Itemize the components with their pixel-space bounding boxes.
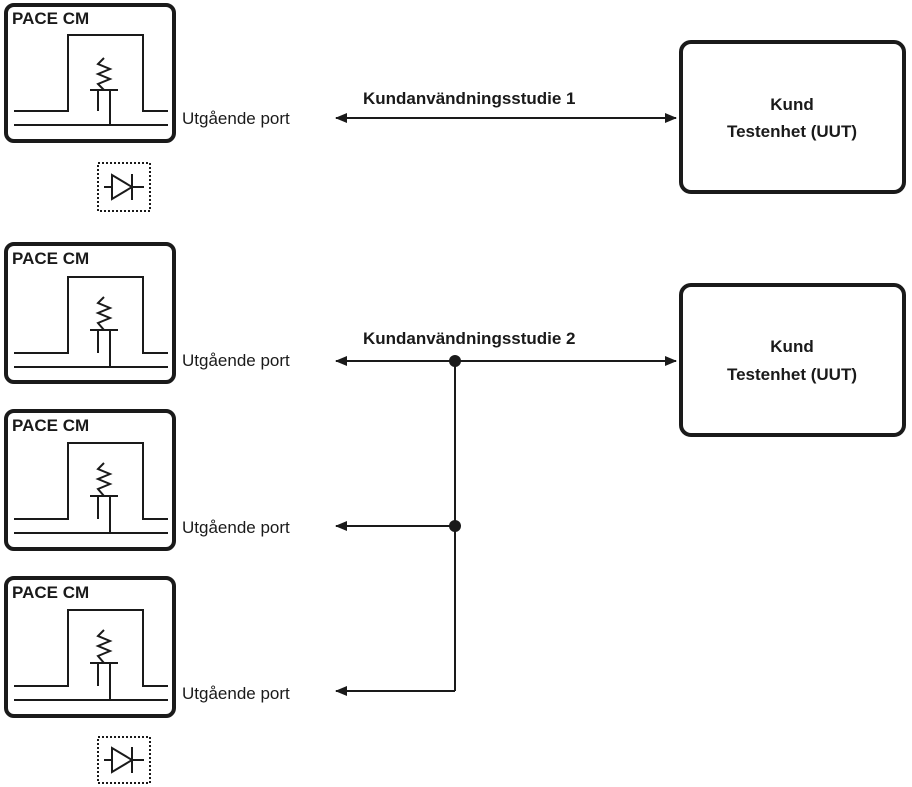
study-1-label: Kundanvändningsstudie 1 xyxy=(363,89,576,108)
module-title: PACE CM xyxy=(12,249,89,268)
uut-line2: Testenhet (UUT) xyxy=(727,365,857,384)
module-title: PACE CM xyxy=(12,583,89,602)
module-title: PACE CM xyxy=(12,416,89,435)
uut-box-1: Kund Testenhet (UUT) xyxy=(679,40,906,194)
output-port-label: Utgående port xyxy=(182,684,290,703)
uut-line1: Kund xyxy=(770,95,813,114)
output-port-label: Utgående port xyxy=(182,518,290,537)
junction-dot xyxy=(449,520,461,532)
pace-cm-module-4: PACE CM xyxy=(4,576,176,718)
pace-cm-module-3: PACE CM xyxy=(4,409,176,551)
pace-cm-module-2: PACE CM xyxy=(4,242,176,384)
pressure-module-schematic-icon xyxy=(14,442,168,534)
uut-line2: Testenhet (UUT) xyxy=(727,122,857,141)
pressure-module-schematic-icon xyxy=(14,34,168,126)
diode-icon xyxy=(97,736,151,784)
connection-lines-study-2 xyxy=(335,356,677,696)
module-title: PACE CM xyxy=(12,9,89,28)
output-port-label: Utgående port xyxy=(182,351,290,370)
uut-line1: Kund xyxy=(770,337,813,356)
pressure-module-schematic-icon xyxy=(14,276,168,368)
pressure-module-schematic-icon xyxy=(14,609,168,701)
junction-dot xyxy=(449,355,461,367)
uut-box-2: Kund Testenhet (UUT) xyxy=(679,283,906,437)
pace-cm-module-1: PACE CM xyxy=(4,3,176,143)
output-port-label: Utgående port xyxy=(182,109,290,128)
study-2-label: Kundanvändningsstudie 2 xyxy=(363,329,576,348)
diode-icon xyxy=(97,162,151,212)
